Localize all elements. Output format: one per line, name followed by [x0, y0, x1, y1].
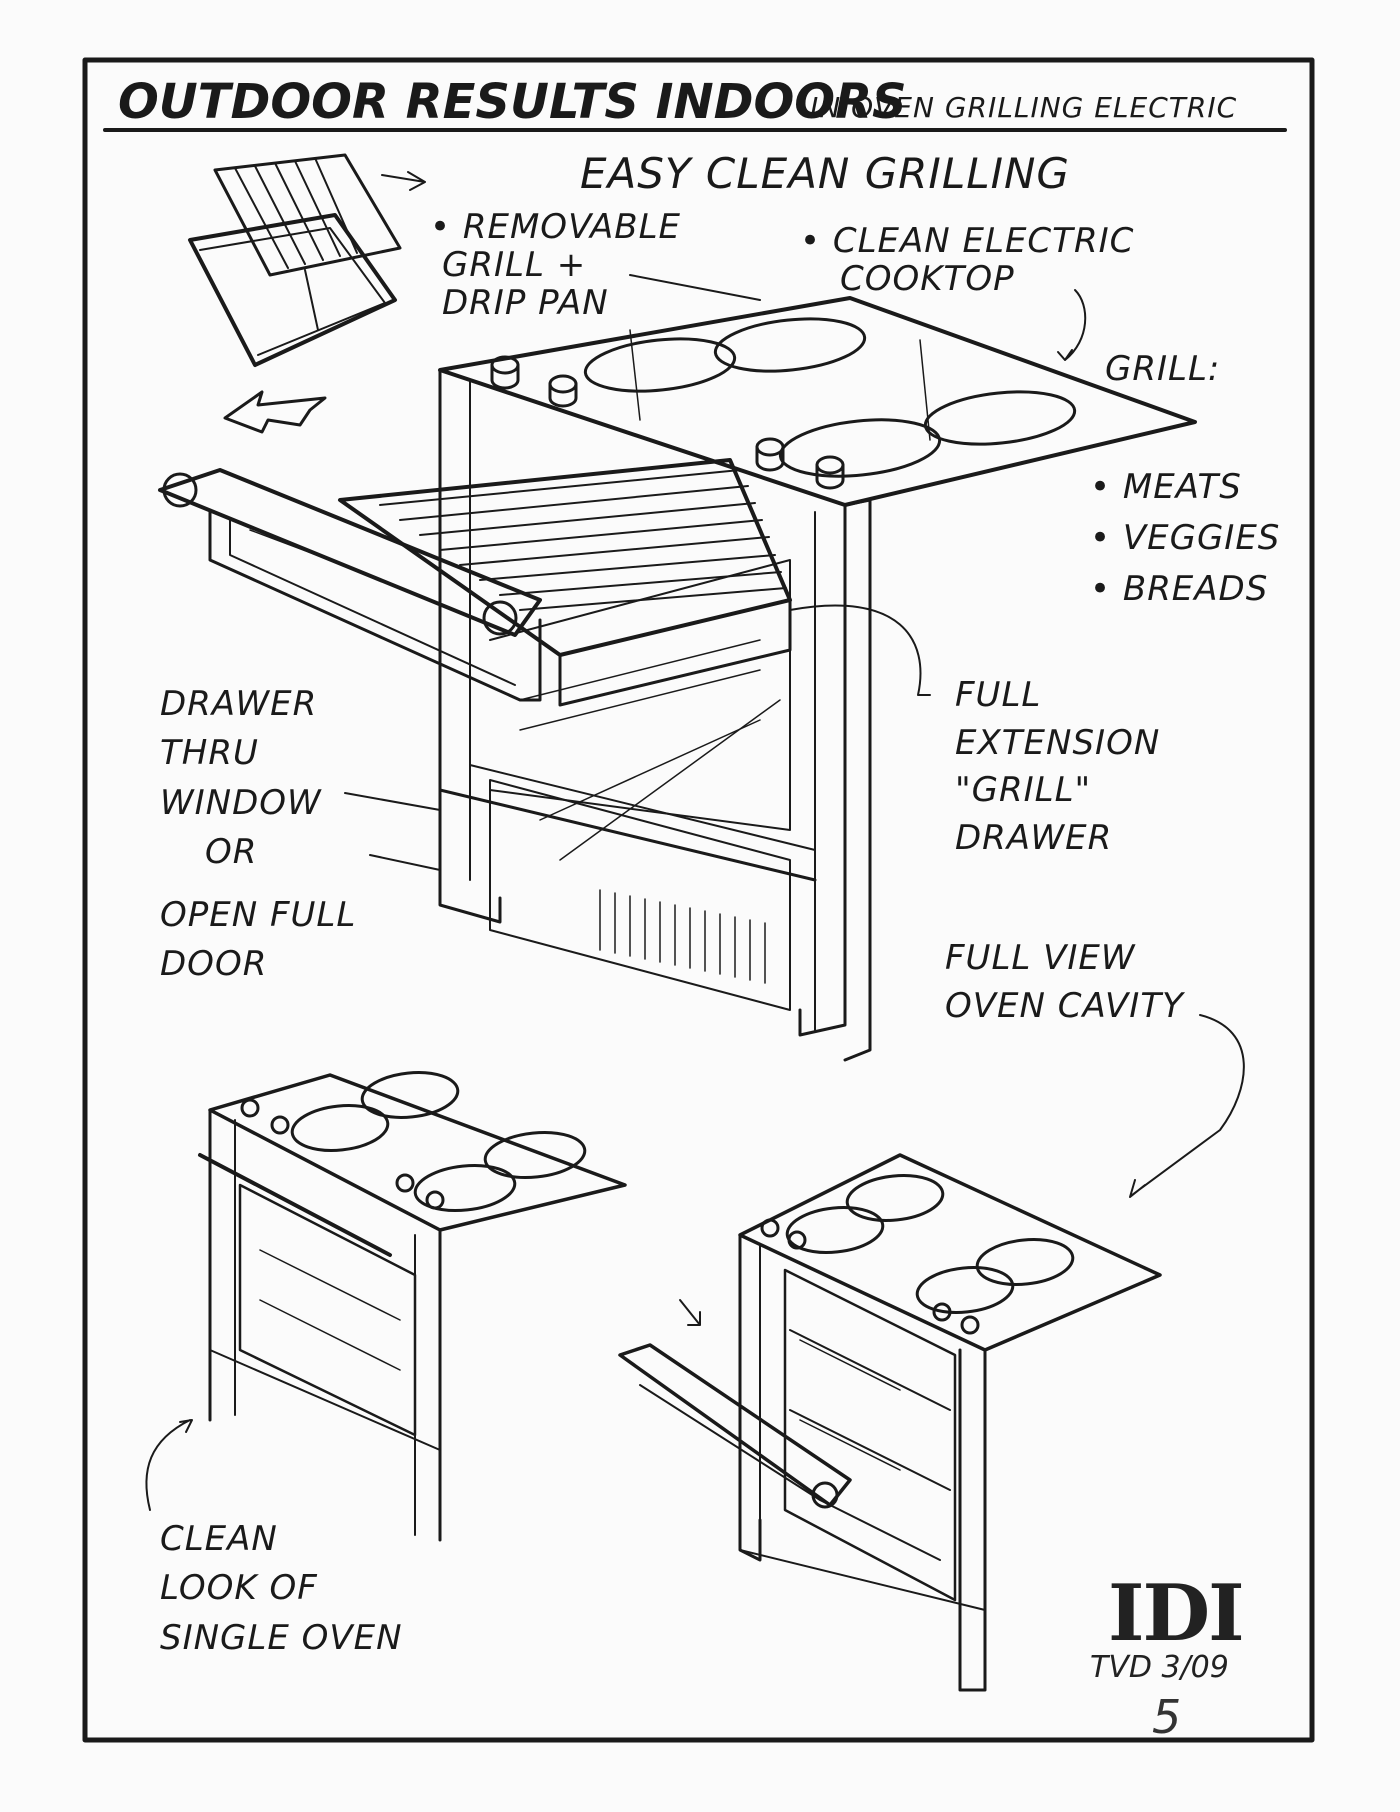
page-border: [82, 57, 1315, 1743]
drawer-callout: FULL EXTENSION "GRILL" DRAWER: [955, 672, 1160, 862]
list-item: • BREADS: [1090, 569, 1269, 609]
grill-callout: GRILL:: [1105, 349, 1221, 389]
callout-line: OVEN CAVITY: [945, 985, 1184, 1026]
page-number: 5: [1152, 1690, 1182, 1744]
thru-window-callout: DRAWER THRU WINDOW OR OPEN FULL DOOR: [160, 680, 356, 990]
signature-date: TVD 3/09: [1090, 1650, 1229, 1685]
sketch-heading: EASY CLEAN GRILLING: [580, 149, 1070, 198]
removable-grill-callout: • REMOVABLE GRILL + DRIP PAN: [430, 208, 681, 322]
callout-line: CLEAN: [160, 1519, 278, 1559]
grill-items-list: • MEATS • VEGGIES • BREADS: [1090, 462, 1280, 615]
removable-grill-sketch: [188, 153, 426, 367]
callout-line: DRAWER: [955, 817, 1113, 858]
callout-line: OR: [205, 831, 258, 872]
full-view-oven-sketch: [618, 1153, 1162, 1692]
callout-line: DOOR: [160, 944, 268, 985]
full-view-callout: FULL VIEW OVEN CAVITY: [945, 935, 1184, 1030]
single-oven-sketch: [198, 1071, 627, 1542]
callout-line: "GRILL": [955, 770, 1092, 811]
callout-line: LOOK OF: [160, 1568, 318, 1609]
idi-logo: IDI: [1108, 1568, 1245, 1659]
callout-line: COOKTOP: [840, 259, 1015, 300]
callout-leaders: [145, 274, 1245, 1511]
callout-line: FULL VIEW: [945, 938, 1136, 978]
callout-line: WINDOW: [160, 782, 322, 823]
cooktop-callout: • CLEAN ELECTRIC COOKTOP: [800, 222, 1134, 298]
main-range-sketch: [158, 296, 1197, 1062]
callout-line: EXTENSION: [955, 722, 1161, 763]
callout-line: DRIP PAN: [442, 283, 609, 324]
callout-line: SINGLE OVEN: [160, 1617, 403, 1658]
list-item: • MEATS: [1090, 467, 1242, 507]
sketch-subtitle: IN OVEN GRILLING ELECTRIC: [810, 91, 1238, 124]
sketch-title: OUTDOOR RESULTS INDOORS: [118, 74, 907, 130]
single-oven-callout: CLEAN LOOK OF SINGLE OVEN: [160, 1515, 403, 1663]
callout-line: OPEN FULL: [160, 895, 357, 936]
callout-line: • CLEAN ELECTRIC: [800, 221, 1135, 261]
callout-line: DRAWER: [160, 684, 318, 724]
callout-line: • REMOVABLE: [430, 207, 682, 247]
callout-line: THRU: [160, 733, 259, 774]
list-item: • VEGGIES: [1090, 518, 1281, 558]
callout-line: GRILL +: [442, 245, 587, 286]
callout-line: FULL: [955, 675, 1042, 715]
pull-out-arrow-icon: [223, 390, 327, 434]
